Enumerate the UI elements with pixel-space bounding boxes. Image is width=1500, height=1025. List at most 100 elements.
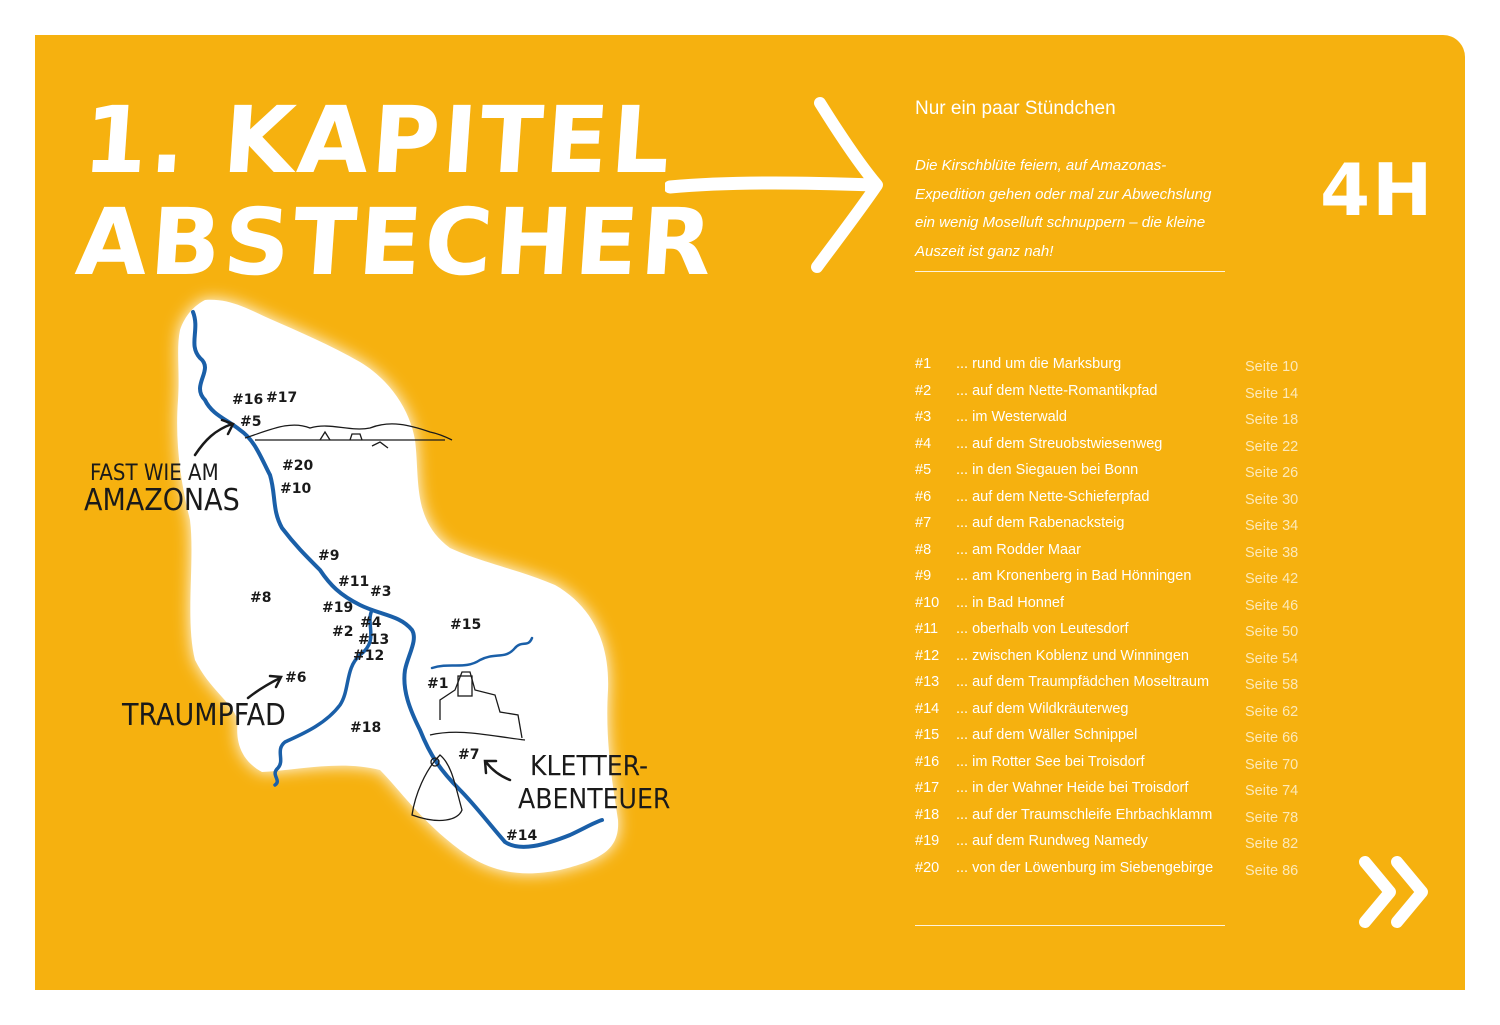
toc-title: ... von der Löwenburg im Siebengebirge — [956, 859, 1214, 876]
toc-row[interactable]: #12 ... zwischen Koblenz und Winningen Sei… — [915, 648, 1315, 675]
toc-number: #10 — [915, 594, 940, 611]
toc-number: #20 — [915, 859, 940, 876]
toc-number: #19 — [915, 833, 940, 849]
toc-row[interactable]: #20 ... von der Löwenburg im Siebengebirg… — [915, 860, 1315, 887]
toc-number: #5 — [915, 462, 932, 478]
map-marker: #18 — [350, 720, 381, 736]
toc-row[interactable]: #18... auf der Traumschleife Ehrbachklam… — [915, 807, 1315, 834]
toc-title: ... auf dem Nette-Schieferpfad — [956, 488, 1150, 505]
toc-page[interactable]: Seite 78 — [1245, 809, 1299, 826]
callout-kletter: KLETTER- ABENTEUER — [483, 749, 670, 815]
toc-row[interactable]: #14 ... auf dem Wildkräuterweg Seite 62 — [915, 701, 1315, 728]
toc-page[interactable]: Seite 30 — [1245, 491, 1299, 508]
toc-number: #17 — [915, 780, 940, 796]
toc-title: ... auf dem Streuobstwiesenweg — [956, 435, 1163, 452]
toc-title: ... zwischen Koblenz und Winningen — [956, 647, 1189, 664]
chapter-description: Die Kirschblüte feiern, auf Amazonas-Exp… — [915, 157, 1212, 260]
toc-number: #9 — [915, 568, 932, 584]
duration-badge: 4H — [1320, 148, 1435, 232]
map-marker: #5 — [240, 414, 261, 430]
toc-number: #4 — [915, 435, 932, 452]
toc-title: ... in der Wahner Heide bei Troisdorf — [956, 780, 1189, 796]
divider-top — [915, 271, 1225, 272]
map-marker: #11 — [338, 574, 369, 590]
castle-sketch — [429, 671, 526, 741]
toc-number: #6 — [915, 488, 932, 505]
toc-page[interactable]: Seite 62 — [1245, 703, 1299, 720]
toc-number: #11 — [915, 621, 939, 637]
toc-number: #7 — [915, 515, 932, 531]
double-chevron-right-icon[interactable] — [1355, 852, 1440, 932]
toc-page[interactable]: Seite 50 — [1245, 624, 1299, 640]
toc-page[interactable]: Seite 22 — [1245, 438, 1299, 455]
toc-page[interactable]: Seite 18 — [1245, 412, 1299, 428]
callout-amazonas-line2: AMAZONAS — [84, 483, 240, 518]
toc-page[interactable]: Seite 26 — [1245, 465, 1299, 481]
toc-row[interactable]: #16 ... im Rotter See bei Troisdorf Seite … — [915, 754, 1315, 781]
callout-traumpfad-text: TRAUMPFAD — [121, 698, 286, 733]
toc-number: #8 — [915, 541, 932, 558]
river-lahn — [430, 636, 534, 670]
map-marker: #4 — [360, 615, 382, 631]
toc-row[interactable]: #17 ... in der Wahner Heide bei Troisdorf… — [915, 780, 1315, 807]
toc-page[interactable]: Seite 86 — [1245, 862, 1299, 879]
toc-row[interactable]: #4 ... auf dem Streuobstwiesenweg Seite 22 — [915, 436, 1315, 463]
toc-row[interactable]: #11 ... oberhalb von Leutesdorf Seite 50 — [915, 621, 1315, 648]
map-marker: #1 — [427, 676, 448, 692]
toc-title: ... oberhalb von Leutesdorf — [956, 621, 1129, 637]
arrow-right-icon — [665, 97, 883, 273]
toc-number: #12 — [915, 647, 940, 664]
toc-number: #16 — [915, 753, 940, 770]
map-region-shape — [177, 299, 619, 874]
climber-rock-sketch — [411, 754, 463, 822]
map-marker: #19 — [322, 600, 353, 616]
toc-page[interactable]: Seite 82 — [1245, 836, 1299, 852]
divider-bottom — [915, 925, 1225, 926]
map-marker: #3 — [370, 584, 391, 600]
map-marker: #10 — [280, 481, 311, 497]
map-marker: #9 — [318, 548, 339, 564]
callout-kletter-line1: KLETTER- — [530, 749, 648, 782]
toc-page[interactable]: Seite 42 — [1245, 571, 1299, 587]
toc-page[interactable]: Seite 38 — [1245, 544, 1299, 561]
toc-page[interactable]: Seite 14 — [1245, 385, 1299, 402]
toc-page[interactable]: Seite 46 — [1245, 597, 1299, 614]
toc-number: #14 — [915, 700, 940, 717]
toc-row[interactable]: #6 ... auf dem Nette-Schieferpfad Seite 30 — [915, 489, 1315, 516]
toc-page[interactable]: Seite 74 — [1245, 783, 1299, 799]
toc-title: ... im Rotter See bei Troisdorf — [956, 753, 1145, 770]
toc-title: ... auf dem Wildkräuterweg — [956, 700, 1129, 717]
toc-title: ... auf der Traumschleife Ehrbachklamm — [956, 806, 1213, 823]
river-mosel — [273, 608, 374, 787]
toc-title: ... auf dem Rabenacksteig — [956, 515, 1125, 531]
toc-title: ... auf dem Wäller Schnippel — [956, 727, 1138, 743]
toc-page[interactable]: Seite 66 — [1245, 730, 1299, 746]
toc-page[interactable]: Seite 34 — [1245, 518, 1299, 534]
map-marker: #17 — [266, 390, 297, 406]
map-marker: #6 — [285, 670, 306, 686]
toc-page[interactable]: Seite 58 — [1245, 677, 1299, 693]
callout-amazonas: FAST WIE AM AMAZONAS — [84, 418, 240, 518]
toc-page[interactable]: Seite 54 — [1245, 650, 1299, 667]
toc-page[interactable]: Seite 70 — [1245, 756, 1299, 773]
toc-title: ... in Bad Honnef — [956, 594, 1065, 611]
toc-number: #2 — [915, 382, 932, 399]
toc-row[interactable]: #7 ... auf dem Rabenacksteig Seite 34 — [915, 515, 1315, 542]
toc-title: ... rund um die Marksburg — [956, 356, 1122, 372]
toc-page[interactable]: Seite 10 — [1245, 359, 1299, 375]
toc-row[interactable]: #10 ... in Bad Honnef Seite 46 — [915, 595, 1315, 622]
map-marker: #2 — [332, 624, 353, 640]
toc-title: ... im Westerwald — [956, 409, 1067, 425]
callout-traumpfad: TRAUMPFAD — [121, 674, 286, 733]
